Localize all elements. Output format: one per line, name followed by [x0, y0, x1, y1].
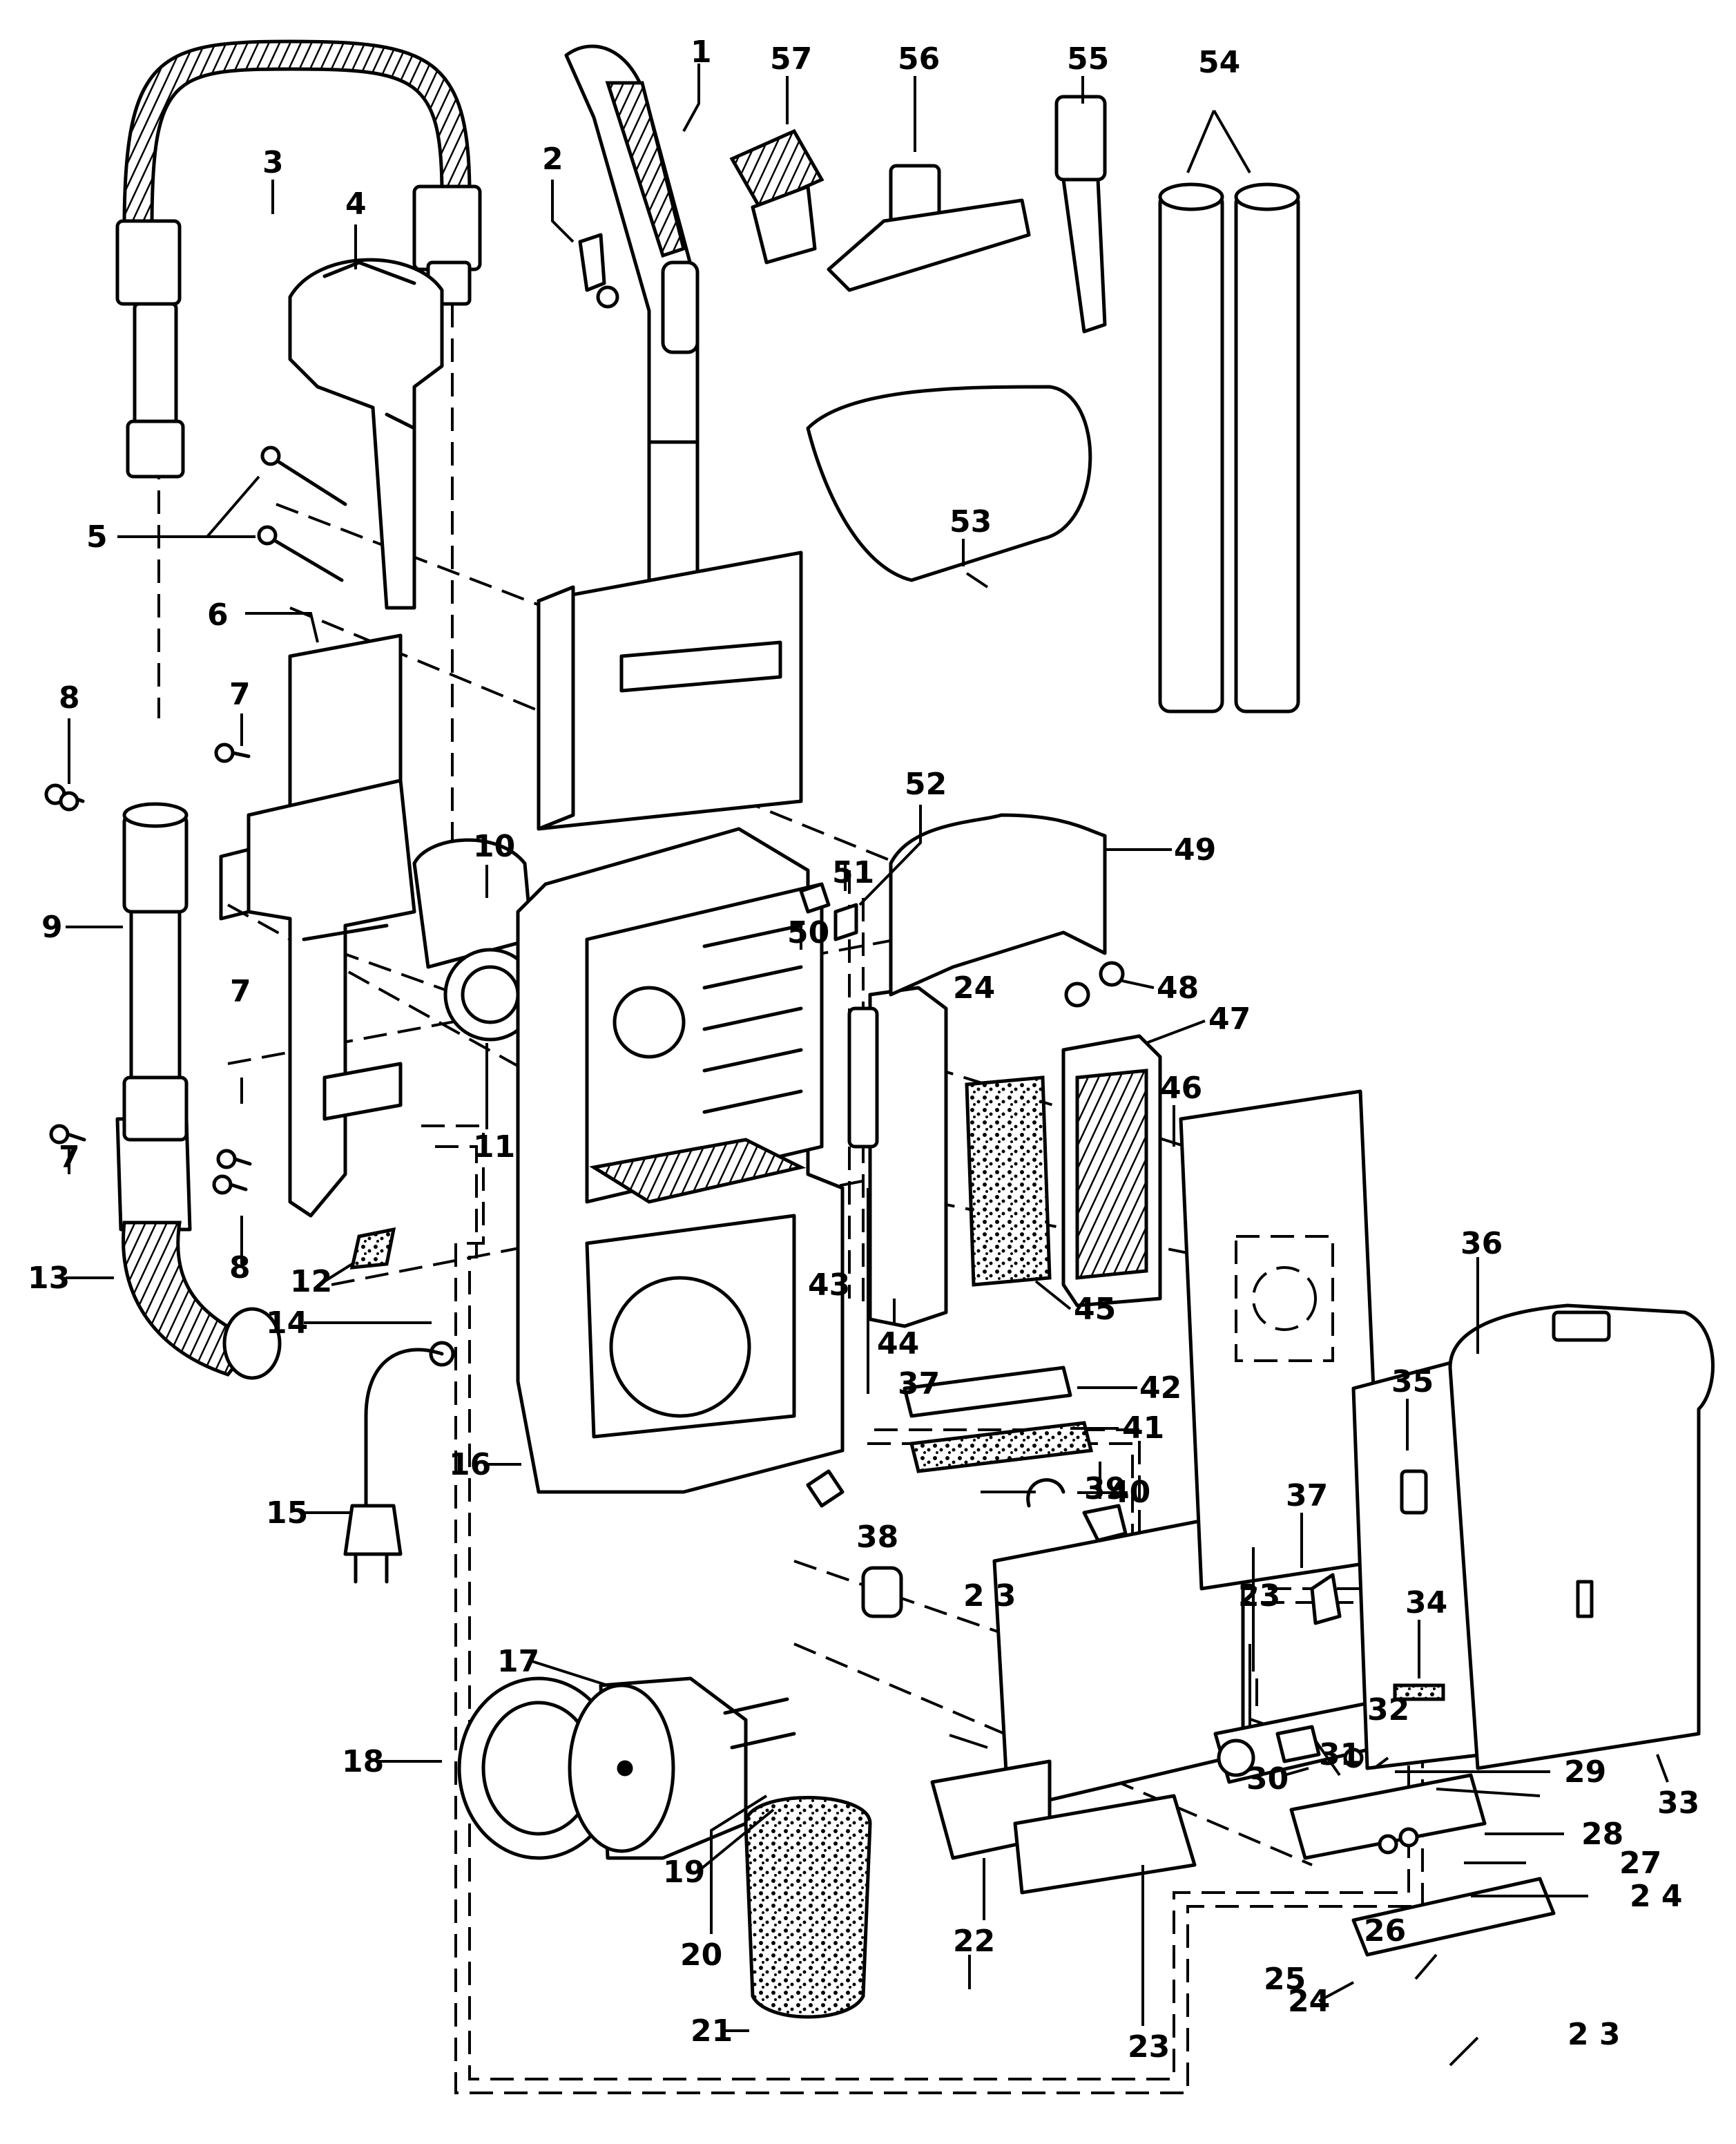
wand-part-9	[122, 802, 189, 1142]
callout-50: 50	[787, 915, 829, 950]
callout-44: 44	[877, 1326, 919, 1361]
callout-37b: 37	[1286, 1478, 1328, 1513]
filters-part-40-47	[868, 986, 1162, 1508]
callout-23d: 2 3	[1568, 2017, 1621, 2052]
callout-34: 34	[1405, 1585, 1447, 1620]
callout-15: 15	[266, 1495, 308, 1531]
callout-8a: 8	[59, 680, 80, 716]
callout-9: 9	[41, 910, 63, 945]
front-panel-part-25-28	[1289, 1773, 1556, 1957]
callout-leaders	[66, 64, 1669, 2067]
bracket-part-6	[219, 633, 416, 1218]
callout-24c: 24	[1288, 1984, 1330, 2019]
screws-part-5	[257, 446, 347, 582]
callout-4: 4	[345, 186, 367, 222]
callout-35: 35	[1391, 1364, 1434, 1399]
callout-32: 32	[1367, 1692, 1409, 1727]
callout-41: 41	[1122, 1410, 1164, 1446]
callout-42: 42	[1139, 1370, 1182, 1406]
callout-1: 1	[691, 35, 712, 70]
callout-23a: 2 3	[963, 1578, 1016, 1614]
housing-part-16	[516, 827, 845, 1494]
screws-part-7-8	[44, 743, 252, 1195]
hose-part-3	[115, 39, 482, 479]
callout-49: 49	[1174, 832, 1216, 868]
callout-7c: 7	[59, 1140, 80, 1175]
callout-23c: 23	[1238, 1578, 1280, 1614]
callout-17: 17	[497, 1644, 539, 1679]
callout-26: 26	[1364, 1913, 1406, 1949]
small-parts-37-39	[806, 1469, 1342, 1625]
callout-7a: 7	[229, 677, 251, 712]
callout-57: 57	[770, 41, 812, 77]
callout-27: 27	[1619, 1846, 1661, 1881]
callout-39: 39	[1084, 1471, 1126, 1506]
callout-12: 12	[290, 1264, 332, 1299]
callout-56: 56	[898, 41, 940, 77]
callout-3: 3	[262, 145, 284, 180]
callout-24a: 24	[953, 970, 995, 1006]
latch-part-2	[578, 233, 619, 309]
callout-14: 14	[266, 1305, 308, 1341]
callout-16: 16	[449, 1447, 491, 1482]
callout-45: 45	[1074, 1292, 1116, 1327]
hose-holder-part-4	[288, 258, 444, 610]
callout-6: 6	[207, 597, 229, 633]
switch-part-30-32	[1217, 1725, 1364, 1777]
callout-40: 40	[1108, 1475, 1150, 1510]
callout-46: 46	[1160, 1071, 1202, 1106]
callout-31: 31	[1319, 1737, 1361, 1772]
callout-21: 21	[691, 2013, 733, 2049]
parts-48-52	[799, 813, 1125, 1149]
callout-54: 54	[1198, 45, 1240, 80]
callout-18: 18	[342, 1744, 384, 1779]
callout-23b: 23	[1128, 2029, 1170, 2065]
callout-19: 19	[663, 1855, 705, 1890]
callout-52: 52	[905, 767, 947, 802]
callout-10: 10	[473, 829, 515, 864]
callout-43: 43	[808, 1267, 850, 1303]
callout-48: 48	[1157, 970, 1199, 1006]
callout-2: 2	[542, 142, 563, 177]
callout-37a: 37	[898, 1366, 940, 1401]
callout-55: 55	[1067, 41, 1109, 77]
cover-part-33-36	[1351, 1303, 1715, 1770]
handle-part-1	[537, 44, 803, 831]
callout-36: 36	[1460, 1226, 1503, 1261]
callout-30: 30	[1246, 1761, 1289, 1797]
callout-20: 20	[680, 1937, 722, 1973]
callout-53: 53	[949, 504, 992, 539]
callout-11: 11	[473, 1129, 515, 1165]
accessories-part-53-57	[729, 95, 1300, 714]
callout-24b: 2 4	[1630, 1879, 1683, 1914]
motor-part-17-18	[457, 1676, 796, 1860]
callout-38: 38	[856, 1520, 898, 1555]
callout-13: 13	[28, 1261, 70, 1296]
elbow-part-10-11	[412, 838, 537, 1042]
callout-22: 22	[953, 1924, 995, 1959]
callout-7b: 7	[230, 974, 251, 1009]
callout-47: 47	[1208, 1002, 1251, 1037]
callout-51: 51	[832, 855, 874, 890]
cord-part-14-15	[343, 1341, 455, 1584]
callout-28: 28	[1581, 1817, 1623, 1852]
callout-5: 5	[86, 519, 108, 555]
hose-part-13	[115, 1117, 282, 1380]
clip-part-12	[349, 1227, 396, 1270]
bag-part-46	[1179, 1089, 1383, 1591]
callout-8b: 8	[229, 1250, 251, 1285]
callout-labels: 1 2 3 4 5 6 7 7 7 8 8 9 10 11 12 13 14 1…	[28, 35, 1699, 2065]
callout-33: 33	[1657, 1786, 1699, 1821]
callout-25: 25	[1264, 1962, 1306, 1997]
filter-part-21	[744, 1796, 872, 2019]
callout-29: 29	[1564, 1754, 1606, 1790]
